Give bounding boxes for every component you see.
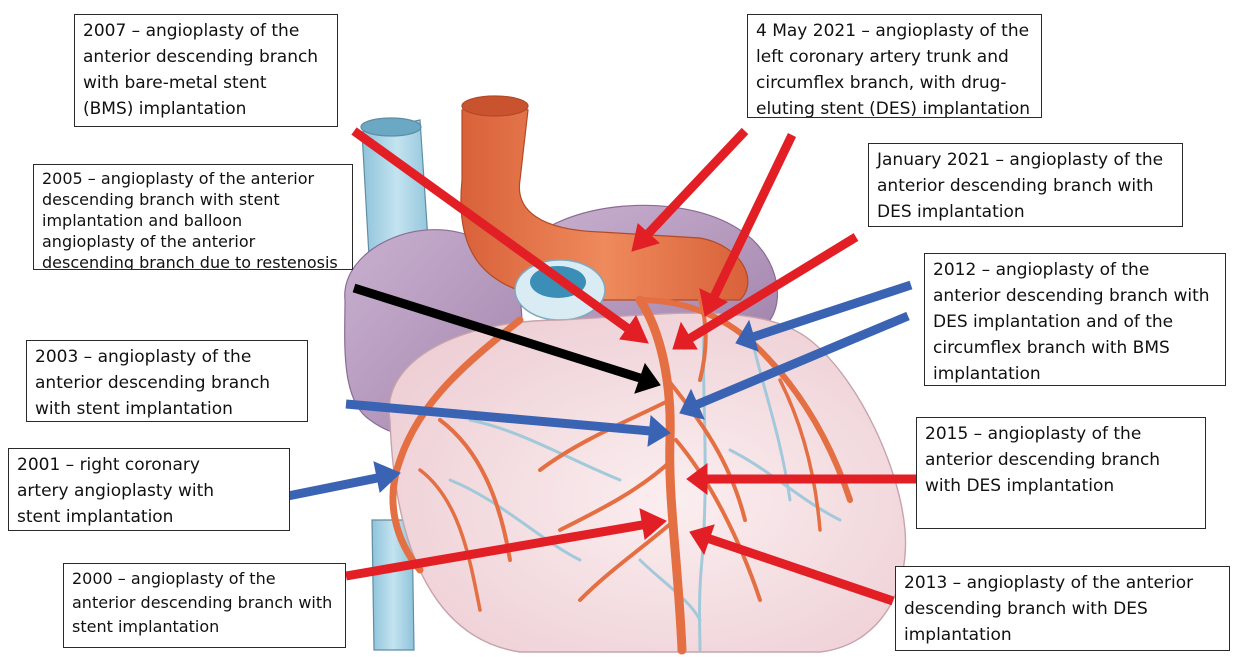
annotation-2003: 2003 – angioplasty of the anterior desce… bbox=[26, 340, 308, 422]
annotation-2007: 2007 – angioplasty of the anterior desce… bbox=[74, 14, 338, 127]
annotation-jan2021: January 2021 – angioplasty of the anteri… bbox=[868, 143, 1183, 227]
annotation-2001: 2001 – right coronary artery angioplasty… bbox=[8, 448, 290, 531]
aorta bbox=[461, 96, 748, 300]
pulmonary-trunk bbox=[515, 260, 605, 320]
annotation-2012: 2012 – angioplasty of the anterior desce… bbox=[924, 253, 1226, 386]
annotation-2013: 2013 – angioplasty of the anterior desce… bbox=[895, 566, 1230, 651]
annotation-may2021: 4 May 2021 – angioplasty of the left cor… bbox=[747, 14, 1042, 118]
annotation-2000: 2000 – angioplasty of the anterior desce… bbox=[63, 563, 346, 648]
annotation-2005: 2005 – angioplasty of the anterior desce… bbox=[33, 164, 353, 270]
annotation-2015: 2015 – angioplasty of the anterior desce… bbox=[916, 417, 1206, 529]
